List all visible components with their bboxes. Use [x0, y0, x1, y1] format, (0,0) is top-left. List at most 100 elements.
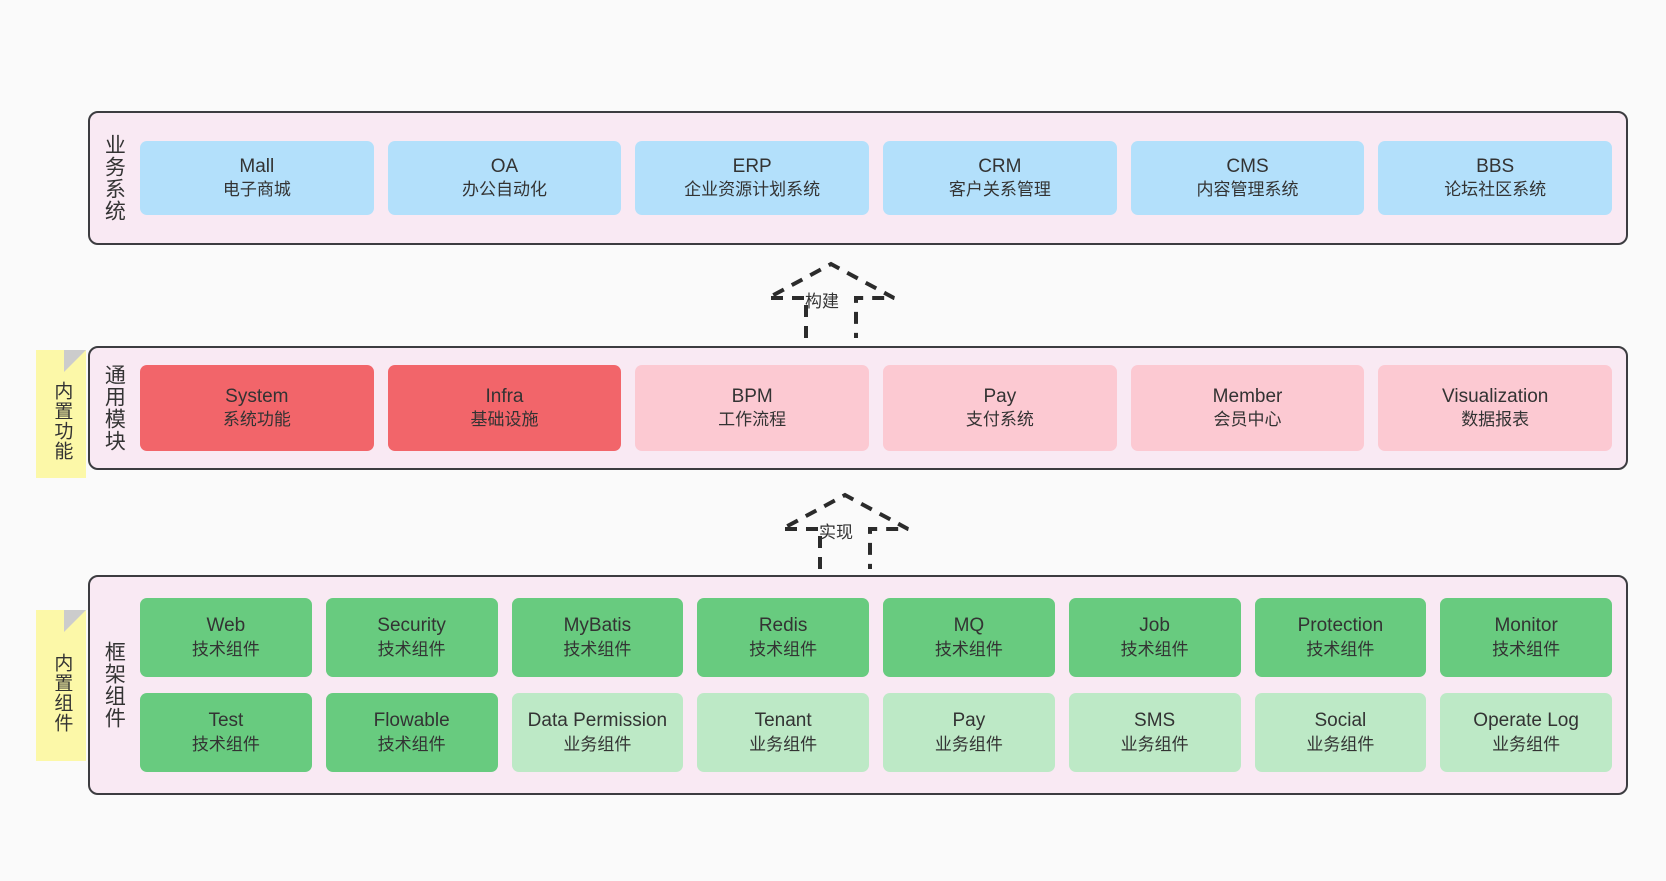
- card-subtitle: 业务组件: [1306, 734, 1375, 754]
- card-title: Data Permission: [527, 710, 668, 732]
- module-card-system[interactable]: System 系统功能: [140, 365, 374, 451]
- card-title: CMS: [1226, 155, 1269, 177]
- card-title: Test: [208, 710, 244, 732]
- card-title: Redis: [758, 615, 808, 637]
- layer-common-modules: 通用模块 System 系统功能 Infra 基础设施 BPM 工作流程 Pay…: [88, 346, 1628, 470]
- arrow-build-label: 构建: [805, 292, 839, 311]
- module-card-pay[interactable]: Pay 支付系统: [883, 365, 1117, 451]
- module-card-protection[interactable]: Protection 技术组件: [1254, 598, 1427, 677]
- card-subtitle: 技术组件: [191, 639, 260, 659]
- card-title: MQ: [953, 615, 985, 637]
- card-subtitle: 工作流程: [718, 410, 787, 430]
- layer-business-systems: 业务系统 Mall 电子商城 OA 办公自动化 ERP 企业资源计划系统 CRM…: [88, 111, 1628, 245]
- sticky-note-builtin-functions: 内置功能: [36, 350, 86, 478]
- layer-label-common-modules: 通用模块: [102, 364, 126, 452]
- card-subtitle: 业务组件: [934, 734, 1003, 754]
- layer-framework-components: 框架组件 Web 技术组件 Security 技术组件 MyBatis 技术组件…: [88, 575, 1628, 795]
- module-card-web[interactable]: Web 技术组件: [140, 598, 312, 677]
- card-title: ERP: [732, 155, 772, 177]
- card-title: OA: [490, 155, 519, 177]
- card-title: SMS: [1134, 710, 1176, 732]
- layer-row: Test 技术组件 Flowable 技术组件 Data Permission …: [140, 693, 1612, 772]
- card-title: Operate Log: [1473, 710, 1579, 732]
- card-title: Tenant: [754, 710, 812, 732]
- card-subtitle: 内容管理系统: [1196, 180, 1299, 200]
- card-subtitle: 技术组件: [191, 734, 260, 754]
- card-subtitle: 技术组件: [563, 639, 632, 659]
- card-subtitle: 数据报表: [1461, 410, 1530, 430]
- module-card-visualization[interactable]: Visualization 数据报表: [1378, 365, 1613, 451]
- module-card-social[interactable]: Social 业务组件: [1254, 693, 1427, 772]
- card-subtitle: 业务组件: [749, 734, 818, 754]
- card-title: Protection: [1297, 615, 1384, 637]
- card-subtitle: 技术组件: [934, 639, 1003, 659]
- card-subtitle: 技术组件: [1120, 639, 1189, 659]
- card-title: Pay: [983, 385, 1017, 407]
- card-title: Infra: [485, 385, 524, 407]
- card-title: Web: [206, 615, 246, 637]
- module-card-cms[interactable]: CMS 内容管理系统: [1130, 141, 1365, 215]
- module-card-security[interactable]: Security 技术组件: [325, 598, 498, 677]
- card-subtitle: 系统功能: [222, 410, 291, 430]
- module-card-test[interactable]: Test 技术组件: [140, 693, 312, 772]
- card-title: System: [225, 385, 289, 407]
- card-title: MyBatis: [563, 615, 632, 637]
- card-title: Flowable: [373, 710, 450, 732]
- card-subtitle: 办公自动化: [462, 180, 547, 200]
- module-card-operate-log[interactable]: Operate Log 业务组件: [1440, 693, 1612, 772]
- card-subtitle: 会员中心: [1213, 410, 1282, 430]
- module-card-mq[interactable]: MQ 技术组件: [883, 598, 1055, 677]
- layer-row: Mall 电子商城 OA 办公自动化 ERP 企业资源计划系统 CRM 客户关系…: [140, 141, 1613, 215]
- module-card-job[interactable]: Job 技术组件: [1068, 598, 1241, 677]
- layer-label-business-systems: 业务系统: [102, 134, 126, 222]
- card-title: Member: [1212, 385, 1283, 407]
- arrow-build: 构建: [756, 258, 906, 348]
- card-title: Visualization: [1442, 385, 1549, 407]
- module-card-data-permission[interactable]: Data Permission 业务组件: [511, 693, 684, 772]
- module-card-tenant[interactable]: Tenant 业务组件: [697, 693, 869, 772]
- layer-row: System 系统功能 Infra 基础设施 BPM 工作流程 Pay 支付系统…: [140, 365, 1613, 451]
- card-title: Pay: [952, 710, 986, 732]
- layer-body-business-systems: Mall 电子商城 OA 办公自动化 ERP 企业资源计划系统 CRM 客户关系…: [136, 113, 1626, 243]
- layer-label-framework-components: 框架组件: [102, 641, 126, 729]
- card-subtitle: 企业资源计划系统: [684, 180, 821, 200]
- module-card-redis[interactable]: Redis 技术组件: [697, 598, 869, 677]
- hollow-arrow-up-icon: [781, 492, 909, 569]
- card-subtitle: 基础设施: [470, 410, 539, 430]
- module-card-pay-component[interactable]: Pay 业务组件: [883, 693, 1055, 772]
- layer-body-framework-components: Web 技术组件 Security 技术组件 MyBatis 技术组件 Redi…: [136, 577, 1626, 793]
- card-title: Monitor: [1494, 615, 1558, 637]
- module-card-mybatis[interactable]: MyBatis 技术组件: [511, 598, 684, 677]
- card-subtitle: 业务组件: [563, 734, 632, 754]
- layer-body-common-modules: System 系统功能 Infra 基础设施 BPM 工作流程 Pay 支付系统…: [136, 348, 1626, 468]
- module-card-member[interactable]: Member 会员中心: [1130, 365, 1365, 451]
- sticky-note-builtin-components: 内置组件: [36, 610, 86, 761]
- card-title: BPM: [731, 385, 773, 407]
- card-subtitle: 技术组件: [749, 639, 818, 659]
- module-card-crm[interactable]: CRM 客户关系管理: [883, 141, 1117, 215]
- card-title: BBS: [1476, 155, 1515, 177]
- module-card-infra[interactable]: Infra 基础设施: [387, 365, 622, 451]
- sticky-note-label: 内置组件: [51, 652, 73, 733]
- card-subtitle: 技术组件: [377, 639, 446, 659]
- module-card-monitor[interactable]: Monitor 技术组件: [1440, 598, 1612, 677]
- arrow-implement: 实现: [770, 489, 920, 579]
- arrow-implement-label: 实现: [819, 523, 853, 542]
- card-title: Social: [1314, 710, 1367, 732]
- sticky-note-label: 内置功能: [51, 381, 73, 461]
- module-card-erp[interactable]: ERP 企业资源计划系统: [635, 141, 870, 215]
- module-card-flowable[interactable]: Flowable 技术组件: [325, 693, 498, 772]
- module-card-sms[interactable]: SMS 业务组件: [1068, 693, 1241, 772]
- module-card-mall[interactable]: Mall 电子商城: [140, 141, 374, 215]
- card-title: Mall: [239, 155, 275, 177]
- card-subtitle: 业务组件: [1492, 734, 1561, 754]
- card-subtitle: 技术组件: [1492, 639, 1561, 659]
- module-card-bbs[interactable]: BBS 论坛社区系统: [1378, 141, 1613, 215]
- module-card-bpm[interactable]: BPM 工作流程: [635, 365, 870, 451]
- card-title: Job: [1139, 615, 1170, 637]
- card-title: Security: [377, 615, 446, 637]
- module-card-oa[interactable]: OA 办公自动化: [387, 141, 622, 215]
- card-subtitle: 技术组件: [377, 734, 446, 754]
- hollow-arrow-up-icon: [767, 261, 895, 338]
